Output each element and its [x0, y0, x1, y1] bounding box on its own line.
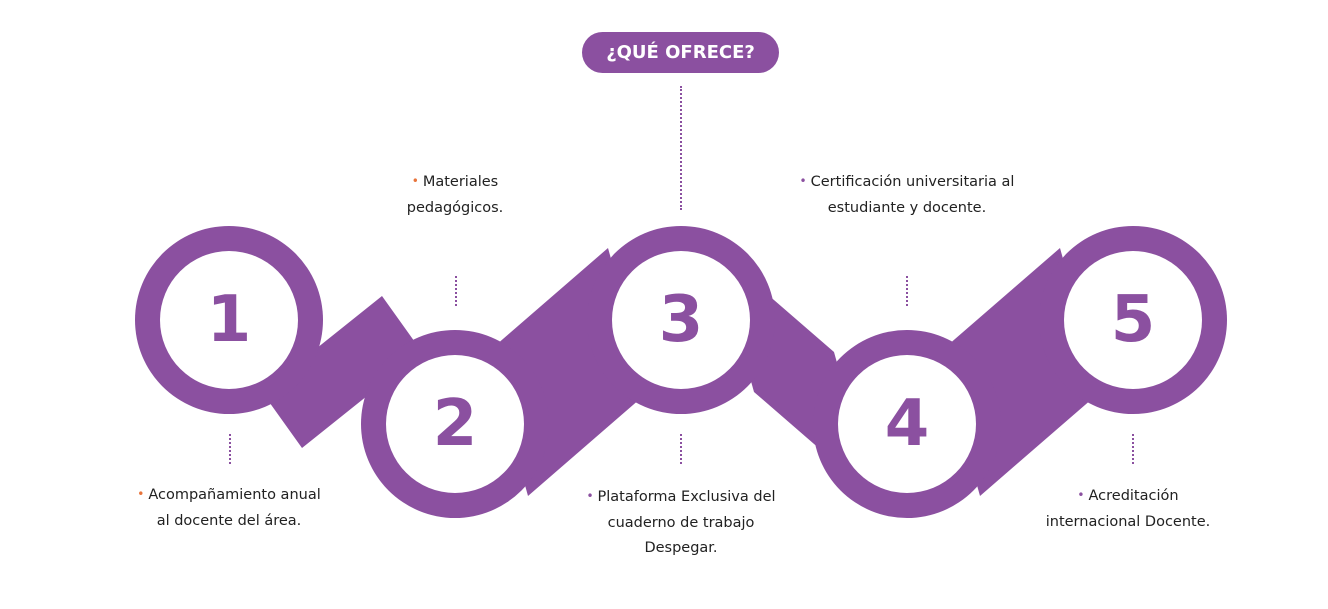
- step-3-line-1: Plataforma Exclusiva del: [597, 489, 776, 505]
- bullet-orange: •: [411, 174, 419, 188]
- dotted-line-step-3: [680, 434, 682, 464]
- step-2-line-1: Materiales: [422, 174, 499, 190]
- ring-3: [587, 226, 775, 414]
- dotted-line-title: [680, 86, 682, 210]
- ring-1: [135, 226, 323, 414]
- bullet-purple: •: [1077, 488, 1085, 502]
- step-4-line-1: Certificación universitaria al: [810, 174, 1015, 190]
- step-number-5: 5: [1110, 283, 1156, 357]
- step-5-line-1: Acreditación: [1088, 488, 1179, 504]
- step-4-line-2: estudiante y docente.: [827, 199, 987, 216]
- bullet-purple: •: [799, 174, 807, 188]
- title-badge: ¿QUÉ OFRECE?: [582, 32, 779, 73]
- dotted-line-step-1: [229, 434, 231, 464]
- dotted-line-step-4: [906, 276, 908, 306]
- ring-4: [813, 330, 1001, 518]
- step-note-4: •Certificación universitaria al estudian…: [772, 170, 1042, 221]
- step-1-line-2: al docente del área.: [156, 512, 302, 529]
- step-number-3: 3: [658, 283, 704, 357]
- step-note-5: •Acreditación internacional Docente.: [1013, 484, 1243, 535]
- step-2-line-2: pedagógicos.: [406, 199, 504, 216]
- dotted-line-step-5: [1132, 434, 1134, 464]
- step-note-2: •Materiales pedagógicos.: [340, 170, 570, 221]
- step-note-1: •Acompañamiento anual al docente del áre…: [114, 483, 344, 534]
- step-number-4: 4: [884, 387, 930, 461]
- step-3-line-2: cuaderno de trabajo: [607, 514, 755, 531]
- step-1-line-1: Acompañamiento anual: [148, 487, 321, 503]
- ring-2: [361, 330, 549, 518]
- step-5-line-2: internacional Docente.: [1045, 513, 1211, 530]
- ring-5: [1039, 226, 1227, 414]
- connector-1-2: [262, 296, 422, 448]
- step-number-1: 1: [206, 283, 252, 357]
- bullet-purple: •: [586, 489, 594, 503]
- step-3-line-3: Despegar.: [644, 540, 718, 556]
- dotted-line-step-2: [455, 276, 457, 306]
- step-note-3: •Plataforma Exclusiva del cuaderno de tr…: [561, 485, 801, 562]
- step-number-2: 2: [432, 387, 478, 461]
- bullet-orange: •: [137, 487, 145, 501]
